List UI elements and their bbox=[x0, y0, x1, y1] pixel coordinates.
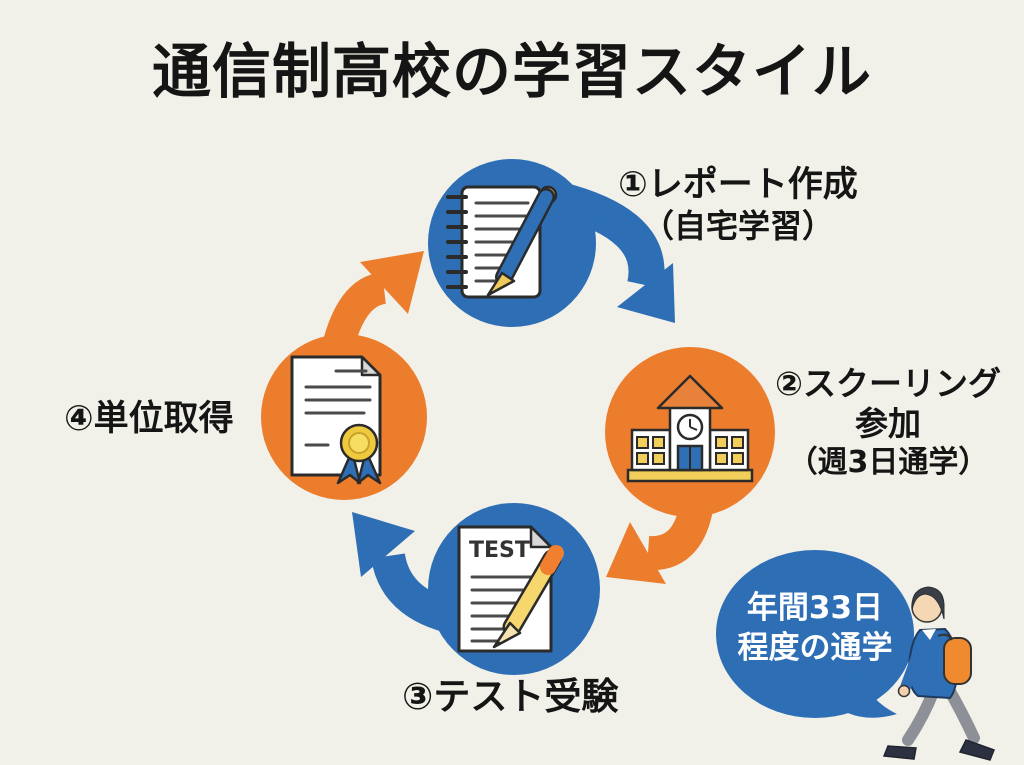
step2-label-line3: （週3日通学） bbox=[787, 444, 989, 480]
test-sheet-pencil-icon: TEST bbox=[457, 525, 564, 653]
pen-icon bbox=[486, 185, 558, 297]
step3-label: ③テスト受験 bbox=[402, 674, 662, 719]
step1-label-line1: ①レポート作成 bbox=[618, 165, 858, 205]
school-building-icon bbox=[626, 374, 754, 483]
step2-label-line2: 参加 bbox=[855, 404, 921, 444]
notebook-pen-icon bbox=[446, 185, 558, 299]
callout-line1: 年間33日 bbox=[746, 590, 884, 626]
step3-circle: TEST bbox=[428, 503, 600, 675]
ribbon-seal-icon bbox=[336, 423, 382, 485]
callout-line2: 程度の通学 bbox=[737, 630, 893, 667]
walking-student-illustration bbox=[882, 586, 995, 761]
step4-circle bbox=[261, 334, 427, 500]
step1-circle bbox=[428, 159, 596, 327]
step2-circle bbox=[605, 347, 775, 517]
step1-label-line2: （自宅学習） bbox=[641, 206, 834, 245]
step2-label-line1: ②スクーリング bbox=[775, 364, 1001, 403]
test-label: TEST bbox=[469, 538, 530, 563]
certificate-icon bbox=[290, 355, 382, 485]
pencil-icon bbox=[492, 545, 564, 649]
step2-label: ②スクーリング 参加 （週3日通学） bbox=[760, 364, 1016, 481]
step4-label-line1: ④単位取得 bbox=[64, 399, 234, 439]
step4-label: ④単位取得 bbox=[64, 398, 284, 441]
page-title: 通信制高校の学習スタイル bbox=[151, 37, 872, 106]
callout-text: 年間33日 程度の通学 bbox=[714, 588, 916, 669]
step3-label-line1: ③テスト受験 bbox=[402, 675, 619, 718]
callout-bubble bbox=[716, 550, 914, 718]
step1-label: ①レポート作成 （自宅学習） bbox=[598, 164, 878, 246]
